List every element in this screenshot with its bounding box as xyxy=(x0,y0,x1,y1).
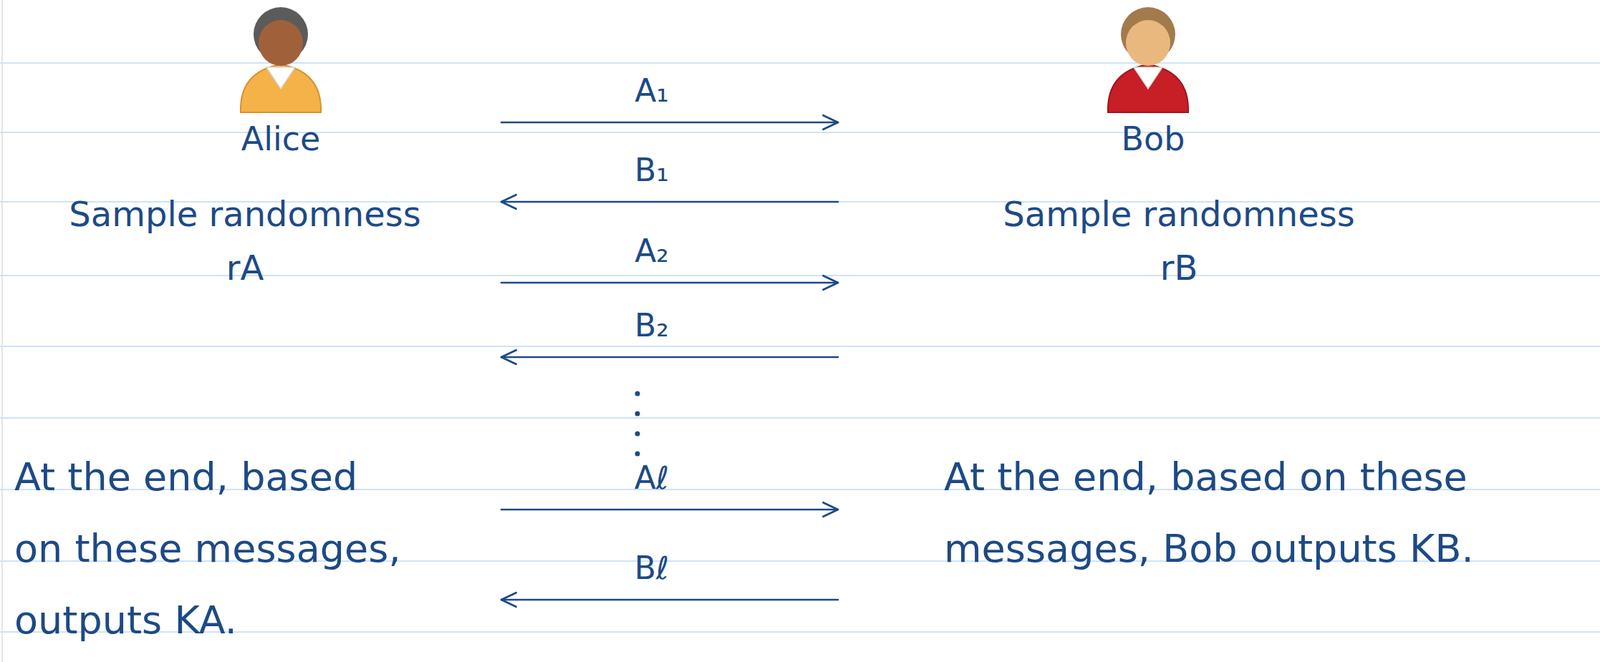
alice-collar xyxy=(266,67,296,89)
dot xyxy=(635,391,641,397)
message-arrow xyxy=(501,509,838,512)
output-note: At the end, based on these messages, out… xyxy=(14,441,412,657)
party-name: Alice xyxy=(241,119,321,159)
paper-rule xyxy=(0,62,1600,64)
bob-icon xyxy=(1107,7,1189,113)
message-label: B₂ xyxy=(634,310,669,342)
party-name: Bob xyxy=(1121,119,1186,159)
randomness-note: Sample randomness rB xyxy=(992,187,1366,296)
message-label: B₁ xyxy=(634,154,669,187)
bob-shirt xyxy=(1107,64,1189,113)
message-label: Bℓ xyxy=(634,552,669,585)
paper-rule xyxy=(0,417,1600,419)
bob-face xyxy=(1125,20,1171,66)
alice-shirt xyxy=(240,64,321,113)
randomness-note: Sample randomness rA xyxy=(58,187,432,296)
paper-edge xyxy=(1,0,3,662)
message-arrow xyxy=(501,599,838,602)
party-column: BobSample randomness rB At the end, based… xyxy=(837,0,1600,662)
paper-rule xyxy=(0,345,1600,348)
dot xyxy=(635,411,641,417)
paper-rule xyxy=(0,131,1600,134)
continuation-dots xyxy=(635,391,641,457)
message-arrow xyxy=(501,121,838,124)
message-label: A₂ xyxy=(634,235,669,268)
message-arrows xyxy=(501,122,838,601)
message-arrow xyxy=(501,201,838,204)
alice-icon xyxy=(240,7,321,113)
output-note: At the end, based on these messages, Bob… xyxy=(943,441,1521,586)
message-label: Aℓ xyxy=(634,462,669,495)
bob-collar xyxy=(1133,67,1163,89)
message-label: A₁ xyxy=(634,75,669,107)
message-arrow xyxy=(501,282,838,285)
party-column: AliceSample randomness rA At the end, bas… xyxy=(0,0,502,662)
paper-rule xyxy=(0,631,1600,634)
dot xyxy=(635,431,641,437)
dot xyxy=(635,451,641,457)
alice-face xyxy=(258,20,303,66)
message-arrow xyxy=(501,356,838,359)
